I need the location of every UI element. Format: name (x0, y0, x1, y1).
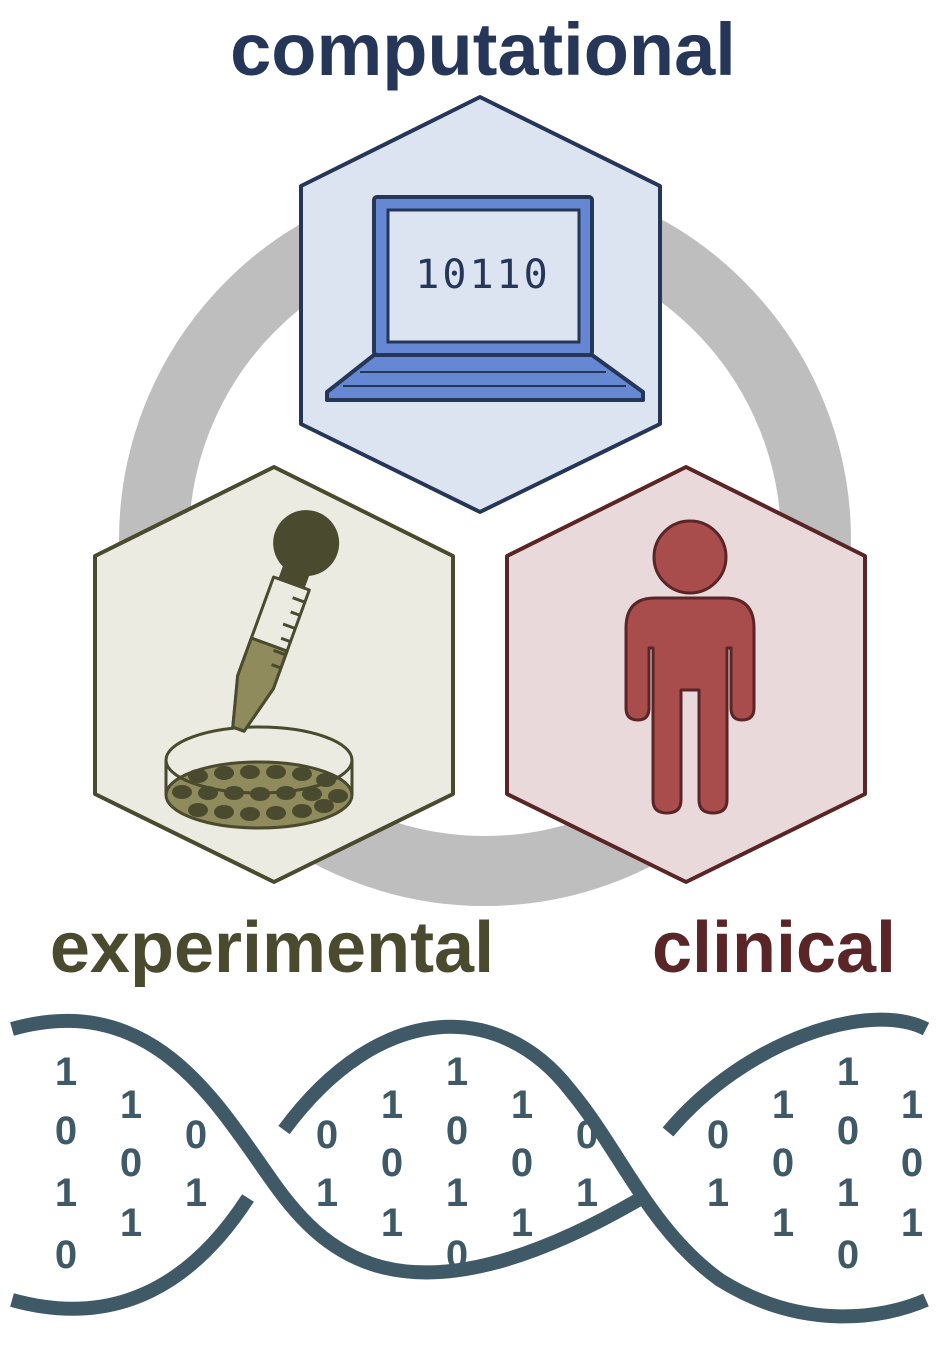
dna-bit: 1 (901, 1083, 923, 1127)
dna-strand-b2 (278, 1019, 929, 1324)
dna-bit: 0 (446, 1233, 468, 1277)
dna-bit: 1 (55, 1050, 77, 1094)
computational-node: 10110 (299, 95, 662, 514)
petri-dish-icon (164, 725, 354, 830)
dna-bit: 0 (837, 1109, 859, 1153)
dna-bit: 1 (576, 1171, 598, 1215)
dna-bit: 0 (901, 1141, 923, 1185)
dna-bit: 0 (381, 1141, 403, 1185)
dna-bit: 1 (316, 1171, 338, 1215)
dna-bit: 0 (316, 1113, 338, 1157)
dna-strand-a2 (662, 1012, 930, 1137)
dna-bit: 1 (511, 1201, 533, 1245)
dna-bit: 0 (772, 1141, 794, 1185)
person-icon (624, 519, 756, 815)
label-computational: computational (230, 8, 736, 91)
label-clinical: clinical (652, 908, 896, 988)
laptop-icon: 10110 (325, 195, 645, 402)
dna-bit: 1 (55, 1171, 77, 1215)
laptop-screen-code: 10110 (415, 252, 550, 298)
dna-bit: 0 (446, 1109, 468, 1153)
pipette-icon (231, 510, 340, 733)
dna-helix (10, 1012, 930, 1324)
dna-bit: 0 (511, 1141, 533, 1185)
dna-bit: 1 (707, 1171, 729, 1215)
dna-strand-b (10, 1194, 254, 1316)
dna-binary-digits: 1 0 1 0 1 0 1 0 1 0 1 1 0 1 1 0 1 0 1 0 … (55, 1050, 923, 1277)
dna-bit: 1 (772, 1201, 794, 1245)
dna-bit: 1 (772, 1083, 794, 1127)
dna-bit: 1 (185, 1171, 207, 1215)
dna-bit: 0 (55, 1109, 77, 1153)
dna-bit: 0 (55, 1233, 77, 1277)
dna-bit: 1 (120, 1201, 142, 1245)
dna-bit: 1 (446, 1171, 468, 1215)
dna-bit: 0 (576, 1113, 598, 1157)
dna-bit: 1 (901, 1201, 923, 1245)
dna-bit: 1 (837, 1171, 859, 1215)
dna-bit: 1 (837, 1050, 859, 1094)
dna-strand-a (10, 1013, 649, 1280)
dna-bit: 1 (511, 1083, 533, 1127)
dna-bit: 0 (707, 1113, 729, 1157)
dna-bit: 1 (120, 1083, 142, 1127)
clinical-node (505, 465, 867, 884)
label-experimental: experimental (50, 908, 494, 988)
dna-bit: 0 (185, 1113, 207, 1157)
experimental-node (93, 465, 455, 884)
dna-bit: 1 (381, 1201, 403, 1245)
dna-bit: 1 (381, 1083, 403, 1127)
dna-bit: 1 (446, 1050, 468, 1094)
dna-bit: 0 (837, 1233, 859, 1277)
dna-bit: 0 (120, 1141, 142, 1185)
